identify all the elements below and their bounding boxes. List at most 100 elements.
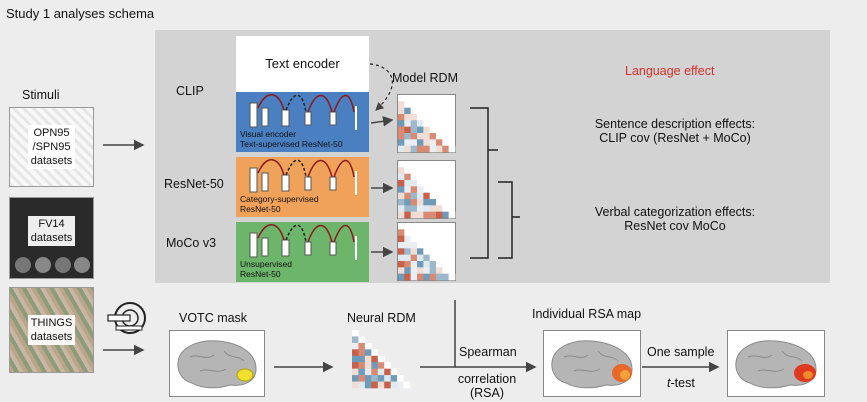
rdm-cell [423, 126, 430, 134]
rdm-cell [398, 126, 405, 134]
model-rdm-clip [397, 94, 456, 153]
rdm-cell [417, 133, 424, 140]
rdm-cell [436, 205, 443, 212]
rdm-cell [404, 192, 411, 200]
rdm-matrix [398, 161, 456, 219]
individual-rsa-brain-box [543, 330, 641, 397]
rdm-cell [377, 381, 385, 389]
rdm-cell [404, 173, 411, 181]
rdm-cell [404, 248, 411, 255]
t-test-rest: -test [670, 376, 695, 390]
rdm-cell [397, 381, 404, 389]
rdm-cell [442, 139, 449, 146]
rdm-cell [398, 186, 405, 193]
neural-rdm-label: Neural RDM [347, 311, 416, 325]
rdm-cell [358, 375, 366, 382]
rdm-cell [423, 254, 430, 262]
rdm-cell [398, 180, 405, 187]
rdm-cell [371, 368, 379, 376]
resnet-encoder: Category-supervised ResNet-50 [236, 157, 369, 217]
votc-brain-box [169, 330, 265, 397]
rdm-cell [410, 120, 418, 127]
rdm-cell [429, 145, 437, 153]
rdm-cell [442, 205, 449, 212]
rdm-cell [358, 349, 366, 357]
rdm-cell [364, 375, 372, 382]
rdm-cell [404, 235, 411, 243]
rdm-cell [352, 375, 359, 382]
rdm-cell [417, 126, 424, 134]
rdm-cell [423, 145, 430, 153]
rdm-cell [404, 180, 411, 187]
rdm-cell [371, 355, 379, 363]
rdm-cell [410, 192, 418, 200]
rdm-cell [429, 261, 437, 268]
votc-mask-region [236, 368, 254, 382]
rdm-cell [448, 211, 456, 219]
rdm-cell [410, 114, 418, 121]
brain-icon [735, 340, 817, 389]
rdm-cell [398, 223, 405, 230]
sentence-effects-line2: CLIP cov (ResNet + MoCo) [599, 131, 751, 145]
rdm-cell [410, 242, 418, 249]
stimulus-set-label: datasets [30, 155, 73, 167]
rdm-cell [429, 267, 437, 274]
rdm-cell [423, 205, 430, 212]
rdm-cell [410, 199, 418, 206]
rdm-cell [404, 261, 411, 268]
rdm-cell [377, 368, 385, 376]
resnet-network-layers [249, 159, 357, 195]
model-rdm-moco [397, 222, 456, 281]
rdm-cell [429, 205, 437, 212]
rdm-cell [410, 107, 418, 115]
rdm-cell [404, 211, 411, 219]
rdm-cell [417, 242, 424, 249]
encoder-label: ResNet-50 [240, 269, 281, 279]
rdm-cell [398, 248, 405, 255]
rdm-cell [410, 186, 418, 193]
moco-encoder: Unsupervised ResNet-50 [236, 222, 369, 282]
sentence-effects-line1: Sentence description effects: [594, 117, 756, 131]
rdm-cell [436, 199, 443, 206]
t-test-t: t [667, 376, 671, 390]
model-rdm-label: Model RDM [392, 71, 458, 85]
rdm-cell [404, 199, 411, 206]
rdm-cell [417, 145, 424, 153]
rdm-cell [429, 126, 437, 134]
rdm-cell [436, 145, 443, 153]
rdm-cell [371, 362, 379, 369]
rdm-cell [417, 199, 424, 206]
rdm-cell [364, 381, 372, 389]
moco-network-layers [249, 224, 357, 260]
text-encoder-box: Text encoder [236, 36, 369, 92]
rdm-cell [436, 139, 443, 146]
rdm-cell [398, 145, 405, 153]
rdm-cell [404, 139, 411, 146]
stimuli-heading: Stimuli [22, 88, 60, 102]
rdm-cell [429, 211, 437, 219]
rdm-cell [410, 126, 418, 134]
rdm-cell [417, 248, 424, 255]
rdm-cell [398, 120, 405, 127]
rsa-activation-core [620, 370, 630, 380]
rdm-cell [403, 381, 411, 389]
rdm-cell [410, 248, 418, 255]
stimulus-set-things: THINGS datasets [9, 287, 94, 373]
clip-visual-encoder: Visual encoder Text-supervised ResNet-50 [236, 92, 369, 152]
encoder-label: Unsupervised [240, 259, 292, 269]
rdm-cell [358, 381, 366, 389]
rdm-cell [404, 229, 411, 236]
rdm-cell [398, 95, 405, 102]
rdm-cell [352, 362, 359, 369]
rdm-cell [417, 267, 424, 274]
t-test-label: t-test [667, 376, 695, 390]
rdm-cell [390, 381, 398, 389]
group-activation-core [803, 371, 813, 379]
rdm-cell [371, 349, 379, 357]
rdm-cell [436, 133, 443, 140]
stimulus-set-label: FV14 [38, 218, 65, 230]
rdm-cell [377, 375, 385, 382]
rdm-cell [448, 145, 456, 153]
rdm-cell [398, 107, 405, 115]
arrow-text-encoder-dashed [369, 63, 393, 111]
